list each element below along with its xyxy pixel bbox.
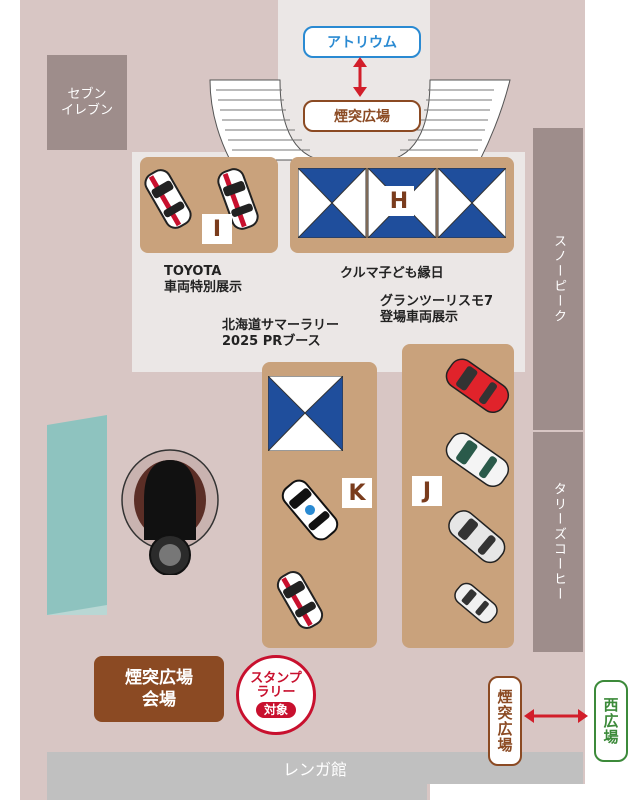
booth-h-letter: H [384, 186, 414, 216]
booth-h-caption: クルマ子ども縁日 [340, 266, 444, 281]
small-car-icon [454, 582, 498, 624]
entotsu-hiroba-sign-bottom[interactable]: 煙突広場 [488, 676, 522, 766]
venue-sign[interactable]: 煙突広場 会場 [94, 656, 224, 722]
staircase [209, 79, 511, 161]
snow-peak[interactable]: スノーピーク [533, 128, 583, 430]
up-down-arrow-icon [353, 57, 367, 97]
stamp-rally-badge[interactable]: スタンプ ラリー 対象 [236, 655, 316, 735]
stamp-rally-line2: ラリー [256, 685, 296, 700]
entotsu-hiroba-sign-top[interactable]: 煙突広場 [303, 100, 421, 132]
tent-icons [298, 168, 506, 238]
chimney-icon [121, 449, 219, 575]
building-block [47, 415, 107, 615]
red-car-icon [445, 358, 510, 414]
booth-k-caption: 北海道サマーラリー 2025 PRブース [222, 318, 340, 349]
seven-eleven[interactable]: セブン イレブン [47, 55, 127, 150]
stamp-rally-line1: スタンプ [250, 671, 302, 686]
rally-car-icon [281, 479, 339, 541]
booth-i-caption: TOYOTA 車両特別展示 [164, 264, 243, 295]
nishi-hiroba-sign[interactable]: 西広場 [594, 680, 628, 762]
left-right-arrow-icon [524, 709, 588, 723]
booth-i-letter: I [202, 214, 232, 244]
car-icon [276, 571, 324, 629]
booth-k-letter: K [342, 478, 372, 508]
booth-j-letter: J [412, 476, 442, 506]
booth-j-caption: グランツーリスモ7 登場車両展示 [380, 294, 494, 325]
white-car-icon [445, 432, 510, 488]
silver-car-icon [448, 510, 506, 564]
atrium-sign[interactable]: アトリウム [303, 26, 421, 58]
tent-icon [268, 376, 343, 451]
stamp-rally-line3: 対象 [255, 702, 296, 718]
car-icon [217, 168, 259, 230]
tullys-coffee[interactable]: タリーズコーヒー [533, 432, 583, 652]
car-icon [144, 169, 192, 229]
